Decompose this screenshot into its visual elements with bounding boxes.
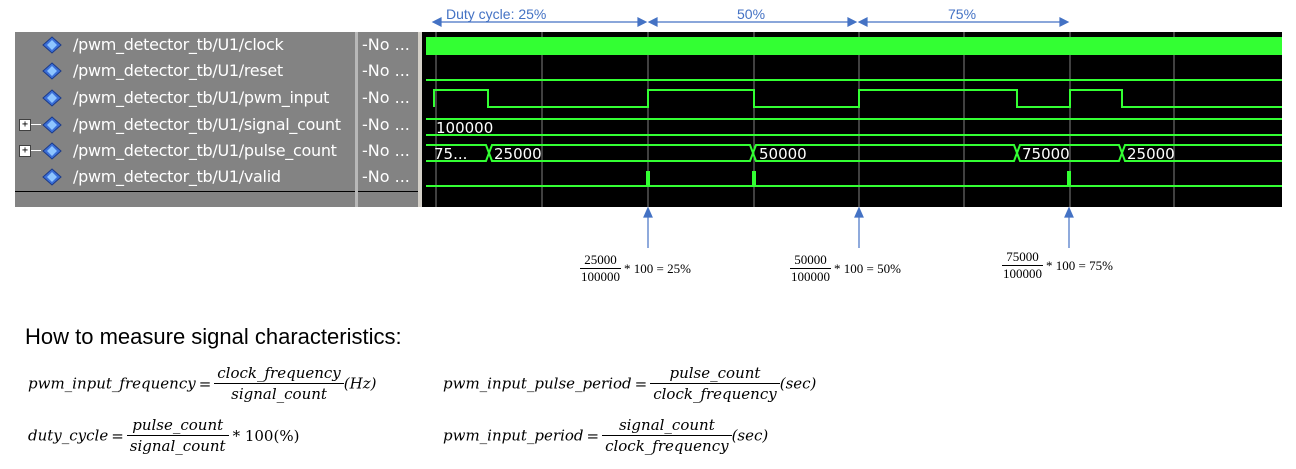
signal-name: /pwm_detector_tb/U1/clock	[73, 35, 284, 54]
signal-object-icon	[42, 89, 62, 107]
signal-row-reset[interactable]: /pwm_detector_tb/U1/reset	[15, 58, 355, 84]
bus-value-text: 75...	[434, 145, 467, 163]
signal-value: -No ...	[362, 88, 410, 107]
duty-cycle-arrows	[431, 17, 1074, 248]
signal-count-bus: 100000	[426, 118, 1282, 137]
bus-value-text: 50000	[759, 145, 807, 163]
expand-plus-icon[interactable]: +	[19, 145, 31, 157]
signal-value: -No ...	[362, 61, 410, 80]
expand-plus-icon[interactable]: +	[19, 119, 31, 131]
waveform-pane[interactable]: 100000 75... 25000 50000 75000 25000	[422, 32, 1282, 207]
clock-wave	[426, 37, 1282, 55]
pwm-input-wave	[433, 89, 1282, 108]
waveform-canvas: 100000 75... 25000 50000 75000 25000	[426, 32, 1282, 207]
signal-name: /pwm_detector_tb/U1/pulse_count	[73, 141, 337, 160]
pulse-count-bus: 75... 25000 50000 75000 25000	[426, 144, 1282, 163]
valid-wave	[426, 171, 1282, 187]
signal-value: -No ...	[362, 115, 410, 134]
signal-name: /pwm_detector_tb/U1/signal_count	[73, 115, 341, 134]
signal-value: -No ...	[362, 167, 410, 186]
signal-row-clock[interactable]: /pwm_detector_tb/U1/clock	[15, 32, 355, 58]
signal-row-pulse-count[interactable]: + /pwm_detector_tb/U1/pulse_count	[15, 138, 355, 164]
values-scrollbar[interactable]	[358, 191, 418, 192]
signal-name: /pwm_detector_tb/U1/valid	[73, 167, 281, 186]
pane-divider[interactable]	[418, 32, 422, 207]
signal-name: /pwm_detector_tb/U1/reset	[73, 61, 283, 80]
bus-value-text: 100000	[436, 119, 493, 137]
signal-value: -No ...	[362, 141, 410, 160]
signal-name: /pwm_detector_tb/U1/pwm_input	[73, 88, 330, 107]
signal-row-signal-count[interactable]: + /pwm_detector_tb/U1/signal_count	[15, 112, 355, 138]
duty-label-25: Duty cycle: 25%	[446, 6, 547, 22]
duty-label-50: 50%	[737, 6, 766, 22]
signal-object-icon	[42, 62, 62, 80]
duty-label-75: 75%	[948, 6, 977, 22]
signal-object-icon	[42, 142, 62, 160]
bus-value-text: 25000	[1127, 145, 1175, 163]
signal-object-icon	[42, 36, 62, 54]
bus-value-text: 25000	[494, 145, 542, 163]
signal-object-icon	[42, 116, 62, 134]
signal-row-pwm-input[interactable]: /pwm_detector_tb/U1/pwm_input	[15, 85, 355, 111]
signal-names-pane: /pwm_detector_tb/U1/clock /pwm_detector_…	[15, 32, 355, 207]
signal-value: -No ...	[362, 35, 410, 54]
names-scrollbar[interactable]	[15, 191, 355, 192]
signal-object-icon	[42, 168, 62, 186]
section-heading: How to measure signal characteristics:	[25, 324, 402, 349]
pane-divider[interactable]	[355, 32, 358, 207]
signal-values-pane: -No ... -No ... -No ... -No ... -No ... …	[358, 32, 418, 207]
signal-row-valid[interactable]: /pwm_detector_tb/U1/valid	[15, 164, 355, 190]
bus-value-text: 75000	[1022, 145, 1070, 163]
